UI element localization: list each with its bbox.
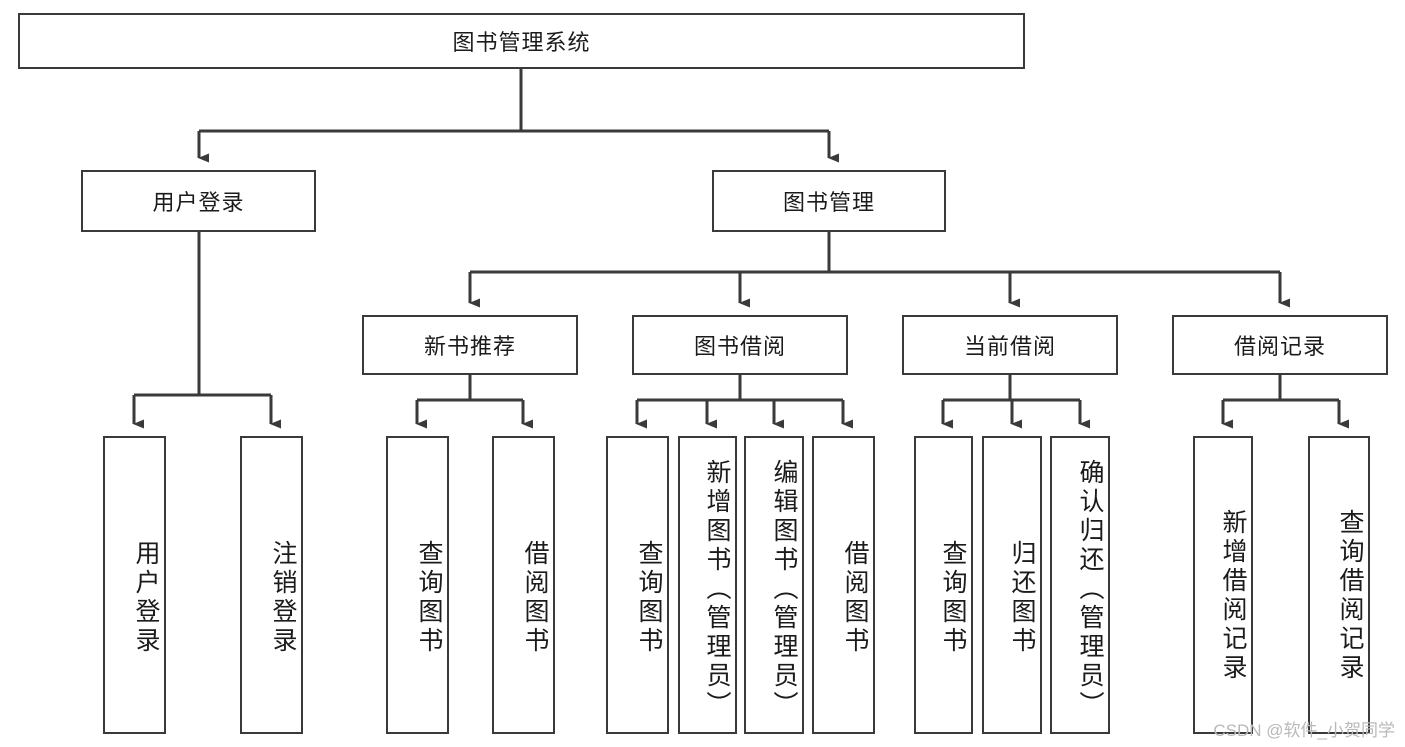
node-user-login[interactable]: 用户登录 xyxy=(81,170,316,232)
node-leaf-return-book[interactable]: 归还图书 xyxy=(982,436,1042,734)
node-new-book-recommend[interactable]: 新书推荐 xyxy=(362,315,578,375)
node-book-management-system[interactable]: 图书管理系统 xyxy=(18,13,1025,69)
node-leaf-borrow-book-2[interactable]: 借阅图书 xyxy=(812,436,875,734)
node-leaf-query-book-1[interactable]: 查询图书 xyxy=(386,436,449,734)
node-leaf-add-book[interactable]: 新增图书（管理员） xyxy=(678,436,737,734)
node-leaf-confirm-return[interactable]: 确认归还（管理员） xyxy=(1050,436,1110,734)
node-leaf-add-borrow-record[interactable]: 新增借阅记录 xyxy=(1193,436,1253,734)
node-leaf-logout-login[interactable]: 注销登录 xyxy=(240,436,303,734)
node-current-borrow[interactable]: 当前借阅 xyxy=(902,315,1118,375)
node-book-borrow[interactable]: 图书借阅 xyxy=(632,315,848,375)
node-leaf-query-book-2[interactable]: 查询图书 xyxy=(606,436,669,734)
node-borrow-record[interactable]: 借阅记录 xyxy=(1172,315,1388,375)
csdn-watermark: CSDN @软件_小贺同学 xyxy=(1213,721,1395,740)
node-leaf-query-borrow-record[interactable]: 查询借阅记录 xyxy=(1308,436,1370,734)
node-leaf-borrow-book-1[interactable]: 借阅图书 xyxy=(492,436,555,734)
node-leaf-query-book-3[interactable]: 查询图书 xyxy=(914,436,973,734)
node-leaf-edit-book[interactable]: 编辑图书（管理员） xyxy=(744,436,804,734)
node-book-management[interactable]: 图书管理 xyxy=(712,170,946,232)
node-leaf-user-login[interactable]: 用户登录 xyxy=(103,436,166,734)
